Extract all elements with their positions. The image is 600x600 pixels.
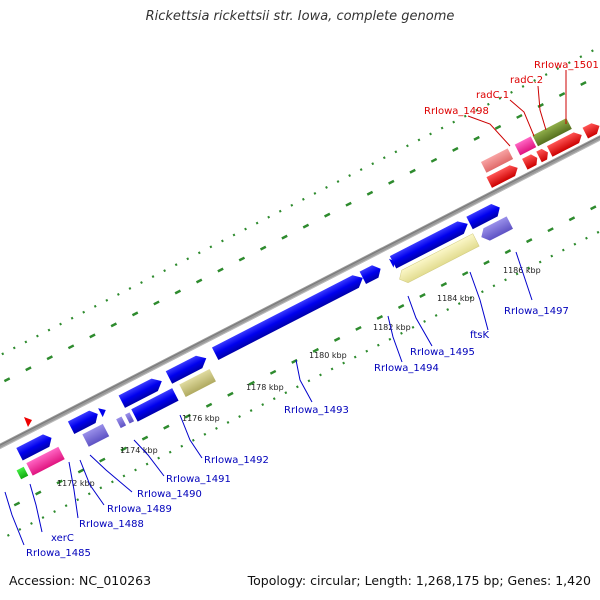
- gene-RrIowa_1494[interactable]: [359, 262, 384, 285]
- gene-pink-left[interactable]: [26, 446, 65, 476]
- gene-label[interactable]: radC.2: [510, 75, 543, 86]
- gene-label[interactable]: RrIowa_1485: [26, 548, 91, 559]
- gene-RrIowa_1490[interactable]: [131, 388, 179, 422]
- gene-RrIowa_1493[interactable]: [211, 272, 366, 360]
- gene-ftsK[interactable]: [396, 233, 480, 286]
- gene-RrIowa_1492[interactable]: [179, 368, 216, 397]
- accession-text: Accession: NC_010263: [9, 573, 152, 588]
- gene-RrIowa_1498-fwd[interactable]: [486, 163, 520, 188]
- gene-small-2[interactable]: [98, 405, 108, 418]
- genome-summary: Topology: circular; Length: 1,268,175 bp…: [247, 573, 591, 588]
- map-title: Rickettsia rickettsii str. Iowa, complet…: [145, 9, 455, 24]
- gene-RrIowa_1498[interactable]: [480, 148, 514, 173]
- gene-labels: RrIowa_1485 xerC RrIowa_1488 RrIowa_1489…: [26, 60, 599, 559]
- gene-label[interactable]: RrIowa_1494: [374, 363, 439, 374]
- reverse-genes: [16, 216, 513, 480]
- tick-label: 1174 kbp: [120, 446, 158, 455]
- forward-genes: [16, 201, 503, 461]
- upper-dash-track: [0, 50, 600, 438]
- gene-label[interactable]: RrIowa_1489: [107, 504, 172, 515]
- genome-track: [0, 28, 600, 561]
- gene-RrIowa_1497[interactable]: [478, 216, 513, 243]
- highlight-genes: [480, 118, 600, 188]
- gene-green-left[interactable]: [16, 466, 29, 480]
- gene-label[interactable]: RrIowa_1501: [534, 60, 599, 71]
- lower-dash-track: [0, 153, 600, 540]
- label-leaders-red: [467, 70, 567, 147]
- gene-RrIowa_1491[interactable]: [165, 352, 210, 384]
- tick-label: 1178 kbp: [246, 383, 284, 392]
- gene-label[interactable]: radC.1: [476, 90, 509, 101]
- gene-RrIowa_1488[interactable]: [116, 416, 127, 429]
- gene-label[interactable]: RrIowa_1497: [504, 306, 569, 317]
- tick-label: 1176 kbp: [182, 414, 220, 423]
- gene-label[interactable]: RrIowa_1488: [79, 519, 144, 530]
- gene-left[interactable]: [16, 432, 54, 461]
- gene-RrIowa_1489[interactable]: [118, 375, 165, 408]
- gene-RrIowa_1495[interactable]: [389, 218, 471, 269]
- gene-radC.1[interactable]: [514, 136, 537, 156]
- tick-label: 1172 kbp: [57, 479, 95, 488]
- tick-label: 1180 kbp: [309, 351, 347, 360]
- gene-RrIowa_1497-fwd[interactable]: [466, 201, 503, 230]
- tick-label: 1182 kbp: [373, 323, 411, 332]
- gene-xerC[interactable]: [82, 423, 110, 447]
- gene-RrIowa_1501[interactable]: [532, 118, 572, 147]
- label-leaders-blue: [4, 251, 533, 546]
- gene-label[interactable]: RrIowa_1495: [410, 347, 475, 358]
- gene-label[interactable]: RrIowa_1492: [204, 455, 269, 466]
- gene-RrIowa_1485[interactable]: [67, 408, 101, 434]
- gene-label[interactable]: RrIowa_1493: [284, 405, 349, 416]
- gene-radC.2[interactable]: [536, 147, 550, 163]
- gene-label[interactable]: ftsK: [470, 330, 489, 341]
- tick-label: 1184 kbp: [437, 294, 475, 303]
- gene-label[interactable]: RrIowa_1491: [166, 474, 231, 485]
- genome-backbone: [0, 99, 600, 488]
- position-marker-icon: [24, 417, 32, 427]
- gene-radC.1-fwd[interactable]: [522, 152, 540, 170]
- outer-tick-track: [0, 28, 600, 415]
- gene-RrIowa_1501-fwd[interactable]: [546, 130, 585, 157]
- gene-label[interactable]: RrIowa_1498: [424, 106, 489, 117]
- inner-tick-track: [0, 174, 600, 561]
- gene-label[interactable]: RrIowa_1490: [137, 489, 202, 500]
- gene-label[interactable]: xerC: [51, 533, 74, 544]
